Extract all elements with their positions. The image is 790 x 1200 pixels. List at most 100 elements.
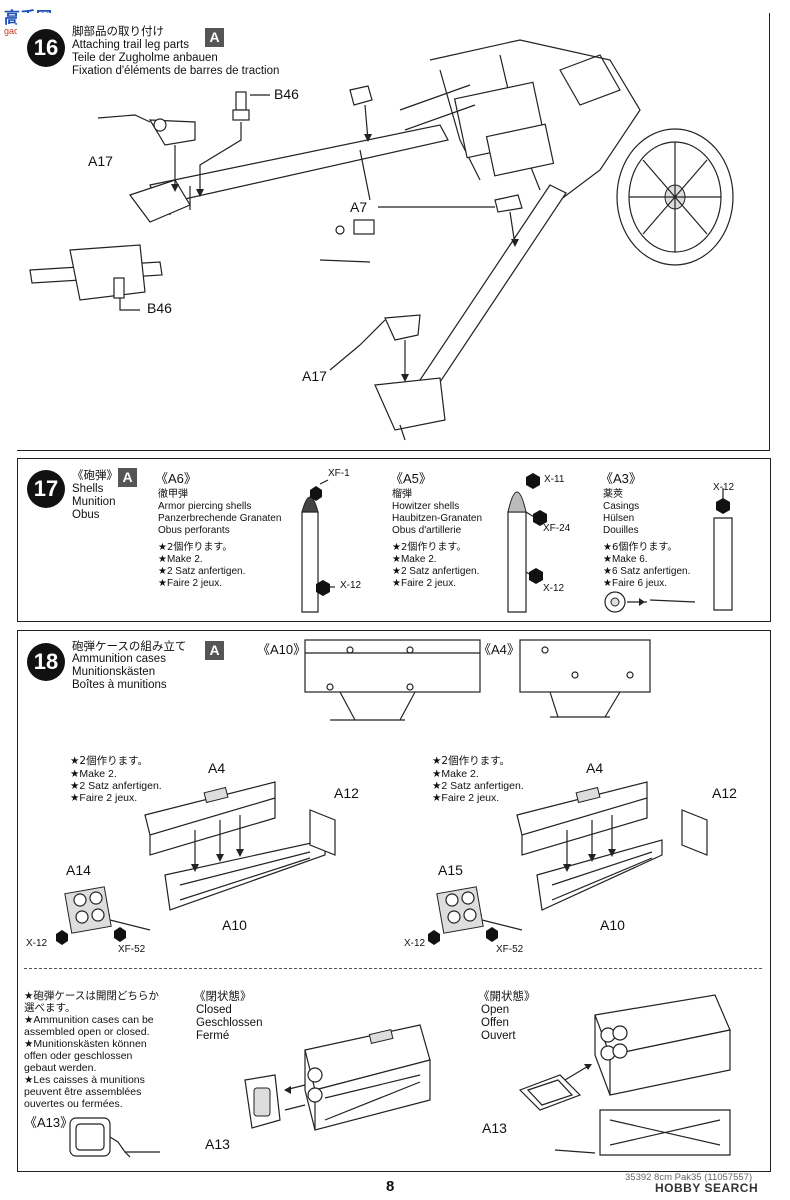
step16-drawing <box>29 39 734 441</box>
closed-case-drawing <box>244 1024 431 1131</box>
part-a7-bottom <box>494 194 523 213</box>
step16-number: 16 <box>27 29 65 67</box>
a5-jp: 榴弾 <box>392 489 412 500</box>
a10-a4-inset-drawings <box>304 639 651 721</box>
a5-de: Haubitzen-Granaten <box>392 513 483 524</box>
step18-badge: A <box>205 641 224 660</box>
closed-jp: 《閉状態》 <box>194 989 252 1003</box>
open-fr: Ouvert <box>481 1030 516 1042</box>
a3-make-de: ★6 Satz anfertigen. <box>603 566 691 577</box>
label-a17-bottom: A17 <box>302 368 327 384</box>
right-case-assembly-drawing <box>428 781 708 945</box>
a5-make-de: ★2 Satz anfertigen. <box>392 566 480 577</box>
open-label-a13: A13 <box>482 1120 507 1136</box>
part-a17-bottom <box>359 314 421 346</box>
a6-de: Panzerbrechende Granaten <box>158 513 282 524</box>
step18-title-jp: 砲弾ケースの組み立て <box>72 639 187 653</box>
a3-de: Hülsen <box>603 513 635 524</box>
a3-fr: Douilles <box>603 525 639 536</box>
step17-title-fr: Obus <box>72 509 100 521</box>
left-label-a4: A4 <box>208 760 226 776</box>
label-b46-bottom: B46 <box>147 300 172 316</box>
left-case-assembly-drawing <box>56 781 336 945</box>
part-b46-bottom <box>113 277 125 299</box>
a5-make-en: ★Make 2. <box>392 554 437 565</box>
page-number: 8 <box>386 1178 395 1195</box>
note-en-1: ★Ammunition cases can be <box>24 1014 154 1026</box>
a3-color-top: X-12 <box>713 482 735 493</box>
right-label-x12: X-12 <box>404 938 426 949</box>
left-label-a12: A12 <box>334 785 359 801</box>
a6-make-jp: ★2個作ります。 <box>158 542 233 553</box>
step16-badge: A <box>205 28 224 47</box>
left-label-a10: A10 <box>222 917 247 933</box>
footer-code: 35392 8cm Pak35 (11057557) <box>625 1172 753 1183</box>
right-make-jp: ★2個作ります。 <box>432 755 511 767</box>
open-en: Open <box>481 1004 510 1016</box>
right-make-fr: ★Faire 2 jeux. <box>432 792 500 804</box>
a3-casing-drawing <box>604 488 733 613</box>
a13-inset-drawing <box>69 1117 160 1158</box>
step18-number: 18 <box>27 643 65 681</box>
a6-fr: Obus perforants <box>158 525 230 536</box>
note-de-1: ★Munitionskästen können <box>24 1038 147 1050</box>
step17-badge: A <box>118 468 137 487</box>
right-label-a15: A15 <box>438 862 463 878</box>
a3-make-jp: ★6個作ります。 <box>603 542 678 553</box>
step16-title-en: Attaching trail leg parts <box>72 39 189 51</box>
step16-title-de: Teile der Zugholme anbauen <box>72 52 218 64</box>
step17-title-de: Munition <box>72 496 116 508</box>
note-de-2: offen oder geschlossen <box>24 1050 133 1062</box>
right-make-en: ★Make 2. <box>432 768 479 780</box>
a5-make-fr: ★Faire 2 jeux. <box>392 578 456 589</box>
step17-number: 17 <box>27 470 65 508</box>
step17-panel <box>17 458 771 622</box>
a6-color-bottom: X-12 <box>340 580 362 591</box>
part-a10-heading: 《A10》 <box>257 642 307 657</box>
a6-en: Armor piercing shells <box>158 501 252 512</box>
note-jp-2: 選べます。 <box>24 1002 76 1014</box>
right-label-a10: A10 <box>600 917 625 933</box>
note-fr-1: ★Les caisses à munitions <box>24 1074 145 1086</box>
closed-de: Geschlossen <box>196 1017 263 1029</box>
gun-carriage-illustration <box>29 39 734 441</box>
step18-title-en: Ammunition cases <box>72 653 166 665</box>
left-make-jp: ★2個作ります。 <box>70 755 149 767</box>
left-make-fr: ★Faire 2 jeux. <box>70 792 138 804</box>
open-jp: 《開状態》 <box>478 989 536 1003</box>
footer-brand: HOBBY SEARCH <box>655 1181 759 1195</box>
left-label-a14: A14 <box>66 862 91 878</box>
part-a7-top <box>349 85 373 106</box>
open-de: Offen <box>481 1017 509 1029</box>
a5-fr: Obus d'artillerie <box>392 525 462 536</box>
step16-title-jp: 脚部品の取り付け <box>72 24 164 38</box>
part-a17-top <box>97 114 196 146</box>
part-a4-heading: 《A4》 <box>478 642 520 657</box>
right-label-a4: A4 <box>586 760 604 776</box>
a5-color-top: X-11 <box>544 474 565 485</box>
step17-title-jp: 《砲弾》 <box>72 468 118 482</box>
closed-label-a13: A13 <box>205 1136 230 1152</box>
note-en-2: assembled open or closed. <box>24 1026 150 1038</box>
a6-jp: 徹甲弾 <box>158 489 188 500</box>
step18-title-de: Munitionskästen <box>72 666 156 678</box>
closed-en: Closed <box>196 1004 232 1016</box>
step18-title-fr: Boîtes à munitions <box>72 679 167 691</box>
a6-make-fr: ★Faire 2 jeux. <box>158 578 222 589</box>
part-b46-top <box>232 91 250 121</box>
step17-title-en: Shells <box>72 483 104 495</box>
note-fr-2: peuvent être assemblées <box>24 1086 142 1098</box>
a5-shell-drawing <box>507 473 547 613</box>
a3-make-fr: ★Faire 6 jeux. <box>603 578 667 589</box>
open-case-drawing <box>518 994 731 1156</box>
a5-color-mid: XF-24 <box>543 523 571 534</box>
a3-jp: 薬莢 <box>603 489 623 500</box>
a6-color-top: XF-1 <box>328 468 350 479</box>
step16-title-fr: Fixation d'éléments de barres de tractio… <box>72 65 280 77</box>
part-a6-heading: 《A6》 <box>155 471 197 486</box>
a6-make-de: ★2 Satz anfertigen. <box>158 566 246 577</box>
left-label-xf52: XF-52 <box>118 944 146 955</box>
part-a5-heading: 《A5》 <box>390 471 432 486</box>
step18-divider <box>24 968 762 969</box>
a5-en: Howitzer shells <box>392 501 460 512</box>
